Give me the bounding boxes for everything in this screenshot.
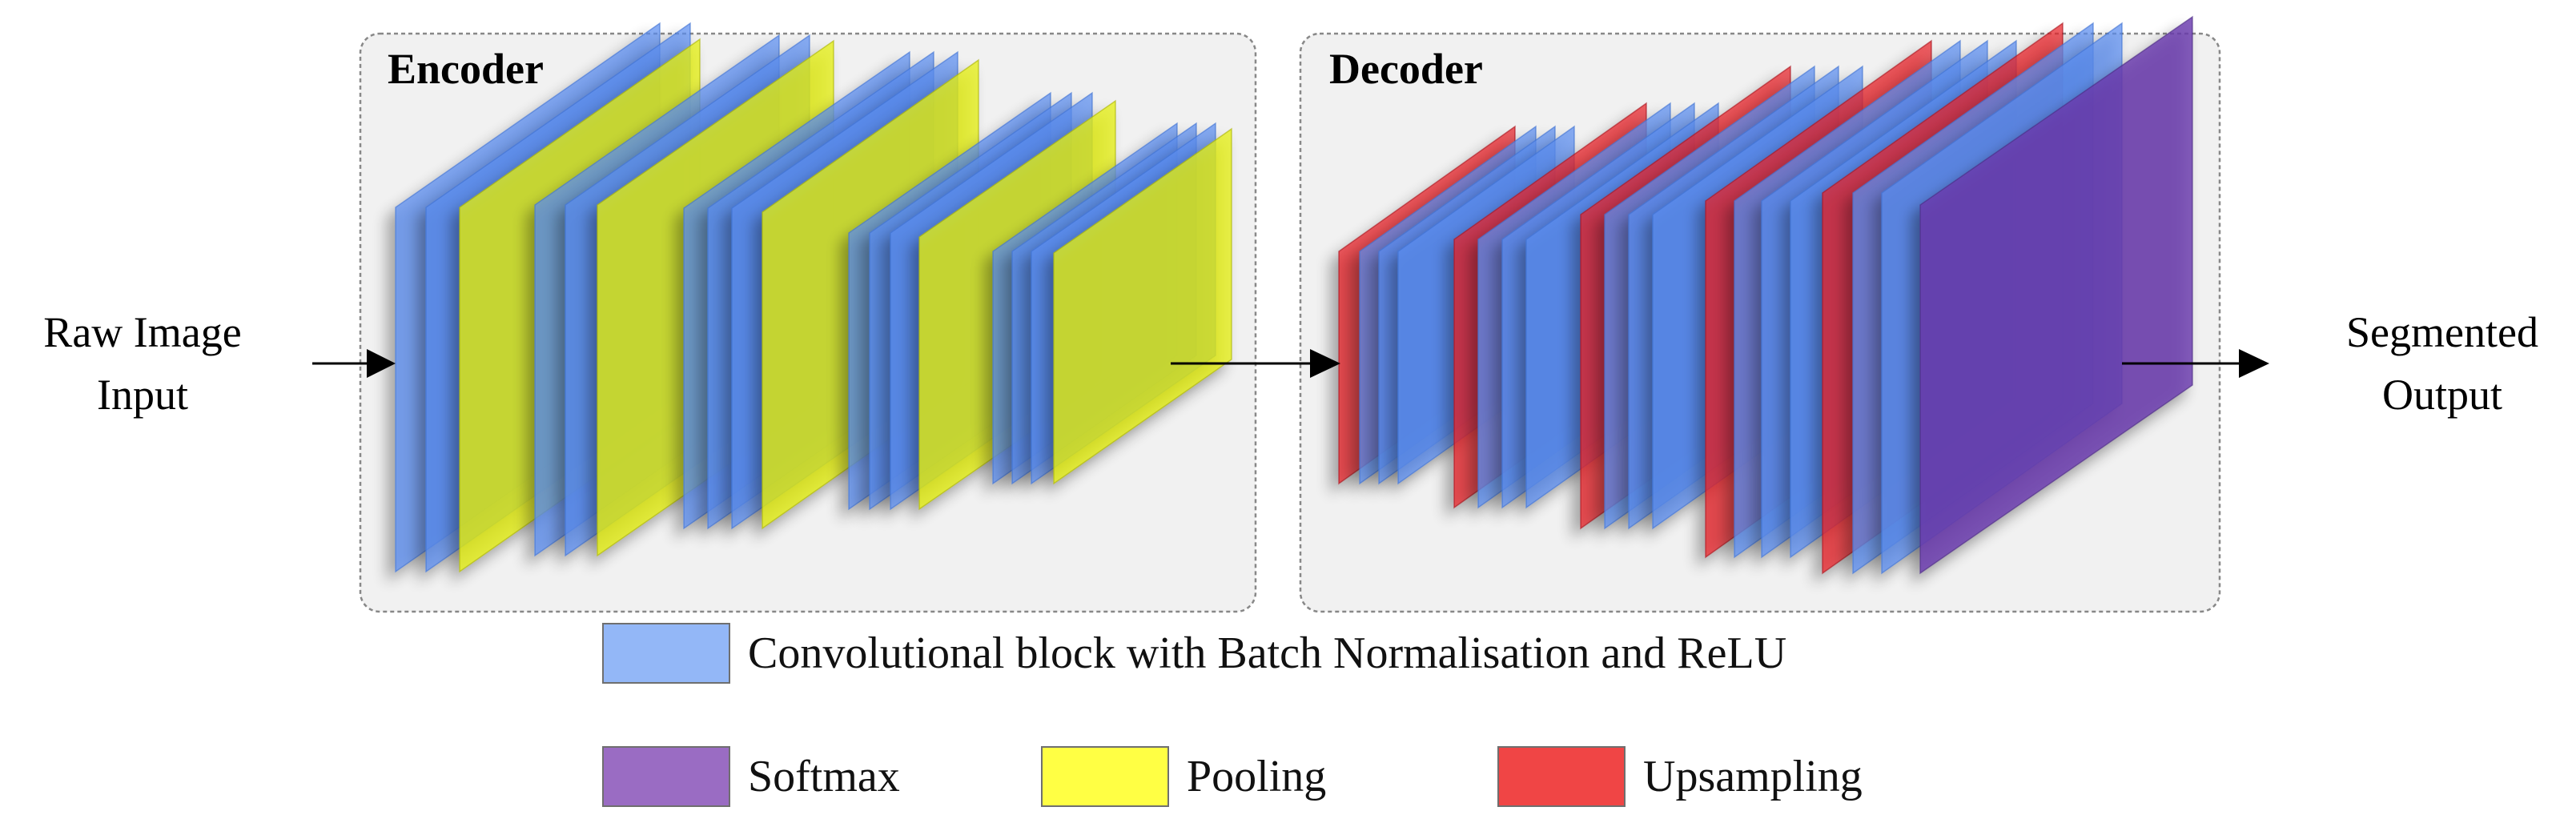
decoder-layers: [1338, 15, 2193, 575]
legend-upsample-label: Upsampling: [1643, 752, 1863, 801]
legend-softmax: Softmax: [602, 746, 900, 807]
output-arrowhead-icon: [2239, 349, 2269, 378]
decoder-title: Decoder: [1329, 45, 1483, 93]
encoder-layers: [395, 22, 1232, 573]
middle-arrowhead-icon: [1310, 349, 1340, 378]
encoder-title: Encoder: [388, 45, 544, 93]
legend-pool: Pooling: [1041, 746, 1326, 807]
legend-upsample-swatch: [1497, 746, 1626, 807]
legend-pool-label: Pooling: [1187, 752, 1327, 801]
input-label: Raw Image Input: [14, 301, 271, 427]
input-label-line-2: Input: [97, 371, 188, 420]
input-arrowhead-icon: [367, 349, 396, 378]
output-label-line-2: Output: [2381, 371, 2502, 420]
input-arrow: [312, 349, 396, 378]
legend-pool-swatch: [1041, 746, 1169, 807]
legend-softmax-label: Softmax: [748, 752, 900, 801]
legend-conv-swatch: [602, 623, 730, 684]
legend-conv-label: Convolutional block with Batch Normalisa…: [748, 628, 1787, 678]
output-label: Segmented Output: [2306, 301, 2576, 427]
encoder-pool-layer-18: [1053, 127, 1232, 485]
decoder-softmax-layer-20: [1919, 15, 2193, 575]
output-label-line-1: Segmented: [2346, 308, 2538, 356]
legend-upsample: Upsampling: [1497, 746, 1863, 807]
legend-softmax-swatch: [602, 746, 730, 807]
input-label-line-1: Raw Image: [43, 308, 242, 356]
legend-conv: Convolutional block with Batch Normalisa…: [602, 623, 1786, 684]
output-arrow: [2122, 349, 2269, 378]
encoder-to-decoder-arrow: [1171, 349, 1340, 378]
